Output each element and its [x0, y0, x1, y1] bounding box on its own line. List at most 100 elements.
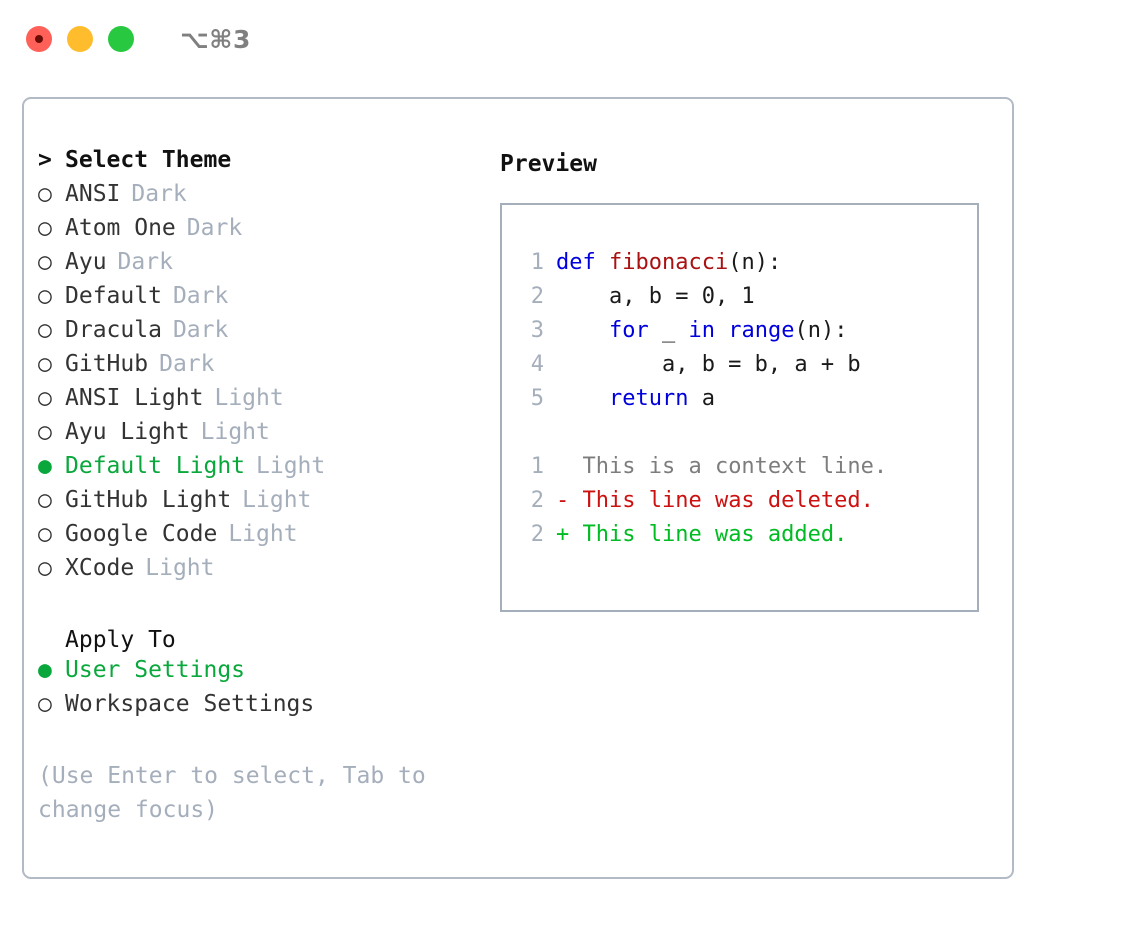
- radio-selected-icon[interactable]: ●: [38, 657, 52, 683]
- code-line-text: return a: [556, 386, 715, 411]
- code-token-kw: return: [608, 386, 689, 411]
- theme-variant-tag: Light: [228, 521, 298, 547]
- window-title-shortcut: ⌥⌘3: [180, 24, 251, 54]
- code-token-plain: [715, 318, 728, 343]
- code-line-number: 4: [530, 352, 544, 377]
- radio-unselected-icon[interactable]: ○: [38, 487, 52, 513]
- radio-unselected-icon[interactable]: ○: [38, 691, 52, 717]
- apply-to-option-label: User Settings: [65, 657, 246, 683]
- list-spacer: [38, 589, 488, 623]
- code-token-plain: _: [648, 318, 689, 343]
- code-line: 4 a, b = b, a + b: [514, 352, 977, 386]
- code-line-text: a, b = 0, 1: [556, 284, 755, 309]
- diff-sample: 1 This is a context line.2- This line wa…: [514, 454, 977, 556]
- apply-to-option-label: Workspace Settings: [65, 691, 315, 717]
- code-line-number: 5: [530, 386, 544, 411]
- preview-title: Preview: [500, 151, 597, 177]
- theme-name: ANSI Light: [65, 385, 204, 411]
- theme-name: Atom One: [65, 215, 176, 241]
- theme-list-item[interactable]: ○ GitHub Dark: [38, 351, 488, 385]
- radio-unselected-icon[interactable]: ○: [38, 351, 52, 377]
- code-token-plain: [556, 318, 609, 343]
- theme-variant-tag: Light: [200, 419, 270, 445]
- code-token-plain: a, b = b, a + b: [556, 352, 861, 377]
- theme-name: Default: [65, 283, 162, 309]
- diff-line-text: This line was deleted.: [569, 488, 874, 513]
- keyboard-hint-text: (Use Enter to select, Tab to change focu…: [38, 763, 426, 823]
- radio-unselected-icon[interactable]: ○: [38, 419, 52, 445]
- diff-line: 1 This is a context line.: [514, 454, 977, 488]
- code-token-plain: a: [688, 386, 715, 411]
- minimize-button-icon[interactable]: [67, 26, 93, 52]
- code-token-plain: (n):: [794, 318, 848, 343]
- theme-name: Google Code: [65, 521, 218, 547]
- theme-list-header: > Select Theme: [38, 147, 488, 181]
- theme-variant-tag: Light: [145, 555, 215, 581]
- code-sample: 1 def fibonacci (n): 2 a, b = 0, 1 3 for _ i…: [514, 250, 977, 420]
- theme-variant-tag: Light: [242, 487, 312, 513]
- code-line: 3 for _ in range(n):: [514, 318, 977, 352]
- preview-box: 1 def fibonacci (n): 2 a, b = 0, 1 3 for _ i…: [500, 203, 979, 612]
- radio-selected-icon[interactable]: ●: [38, 453, 52, 479]
- theme-name: Default Light: [65, 453, 246, 479]
- code-token-kw: range: [728, 318, 795, 343]
- theme-name: GitHub Light: [65, 487, 232, 513]
- diff-marker-ctx: [556, 454, 569, 479]
- diff-line: 2- This line was deleted.: [514, 488, 977, 522]
- diff-marker-del: -: [556, 488, 570, 513]
- radio-unselected-icon[interactable]: ○: [38, 521, 52, 547]
- code-line-text: a, b = b, a + b: [556, 352, 861, 377]
- theme-variant-tag: Dark: [172, 317, 229, 343]
- radio-unselected-icon[interactable]: ○: [38, 215, 52, 241]
- title-bar: ⌥⌘3: [0, 0, 1140, 78]
- diff-line-text: This is a context line.: [569, 454, 888, 479]
- preview-column: Preview 1 def fibonacci (n): 2 a, b = 0, 1 3…: [500, 147, 1000, 612]
- maximize-button-icon[interactable]: [108, 26, 134, 52]
- theme-variant-tag: Dark: [159, 351, 215, 377]
- diff-line: 2+ This line was added.: [514, 522, 977, 556]
- code-token-kw: def: [556, 250, 609, 275]
- radio-unselected-icon[interactable]: ○: [38, 283, 52, 309]
- theme-name: Dracula: [65, 317, 162, 343]
- radio-unselected-icon[interactable]: ○: [38, 385, 52, 411]
- code-token-fn: fibonacci: [608, 250, 729, 275]
- apply-to-option[interactable]: ● User Settings: [38, 657, 488, 691]
- theme-list-item[interactable]: ○ Dracula Dark: [38, 317, 488, 351]
- diff-line-number: 2: [530, 522, 544, 547]
- code-line-number: 1: [530, 250, 544, 275]
- apply-to-list: ● User Settings ○ Workspace Settings: [38, 657, 488, 725]
- page-title: Select Theme: [65, 147, 232, 173]
- code-token-plain: [556, 386, 609, 411]
- theme-name: GitHub: [65, 351, 149, 377]
- traffic-light-buttons: [26, 26, 134, 52]
- theme-variant-tag: Dark: [131, 181, 187, 207]
- theme-list-item[interactable]: ○ GitHub Light Light: [38, 487, 488, 521]
- code-diff-gap: [514, 420, 977, 454]
- theme-list-item[interactable]: ○ Google Code Light: [38, 521, 488, 555]
- code-line-text: for _ in range(n):: [556, 318, 847, 343]
- code-token-plain: a, b = 0, 1: [556, 284, 755, 309]
- radio-unselected-icon[interactable]: ○: [38, 181, 52, 207]
- theme-variant-tag: Light: [256, 453, 326, 479]
- close-button-icon[interactable]: [26, 26, 52, 52]
- theme-variant-tag: Dark: [172, 283, 229, 309]
- radio-unselected-icon[interactable]: ○: [38, 555, 52, 581]
- apply-to-option[interactable]: ○ Workspace Settings: [38, 691, 488, 725]
- theme-list-item[interactable]: ○ Default Dark: [38, 283, 488, 317]
- code-line-number: 3: [530, 318, 544, 343]
- code-line-number: 2: [530, 284, 544, 309]
- radio-unselected-icon[interactable]: ○: [38, 317, 52, 343]
- radio-unselected-icon[interactable]: ○: [38, 249, 52, 275]
- theme-list-item[interactable]: ● Default Light Light: [38, 453, 488, 487]
